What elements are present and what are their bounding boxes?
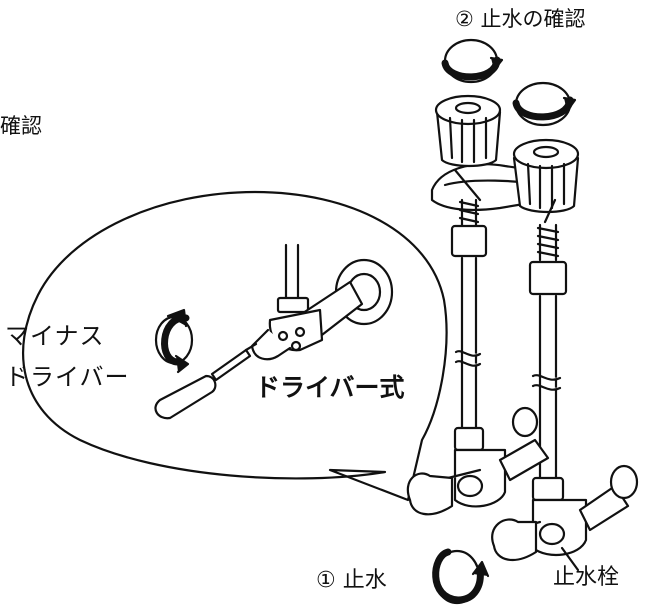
minus-label-line2: ドライバー <box>5 363 130 391</box>
supply-pipe-left <box>450 198 488 452</box>
rotate-arrow-icon <box>432 548 490 605</box>
driver-type-label: ドライバー式 <box>255 373 405 402</box>
stopcock-label: 止水栓 <box>553 565 620 590</box>
rotate-arrow-icon <box>512 81 577 127</box>
detail-bubble <box>21 190 448 502</box>
minus-label-line1: マイナス <box>5 322 105 350</box>
supply-pipe-right <box>528 223 568 502</box>
valve-icon <box>406 406 550 516</box>
valve-icon <box>491 464 639 572</box>
step1-label: ① 止水 <box>316 568 387 593</box>
detail-valve <box>250 243 394 361</box>
step2-label: ② 止水の確認 <box>455 7 586 31</box>
rotate-arrow-icon <box>154 308 194 374</box>
screwdriver-icon <box>154 342 258 420</box>
rotate-arrow-icon <box>441 38 504 84</box>
cut-confirm-label: 確認 <box>0 114 42 138</box>
faucet-icon <box>430 94 580 224</box>
